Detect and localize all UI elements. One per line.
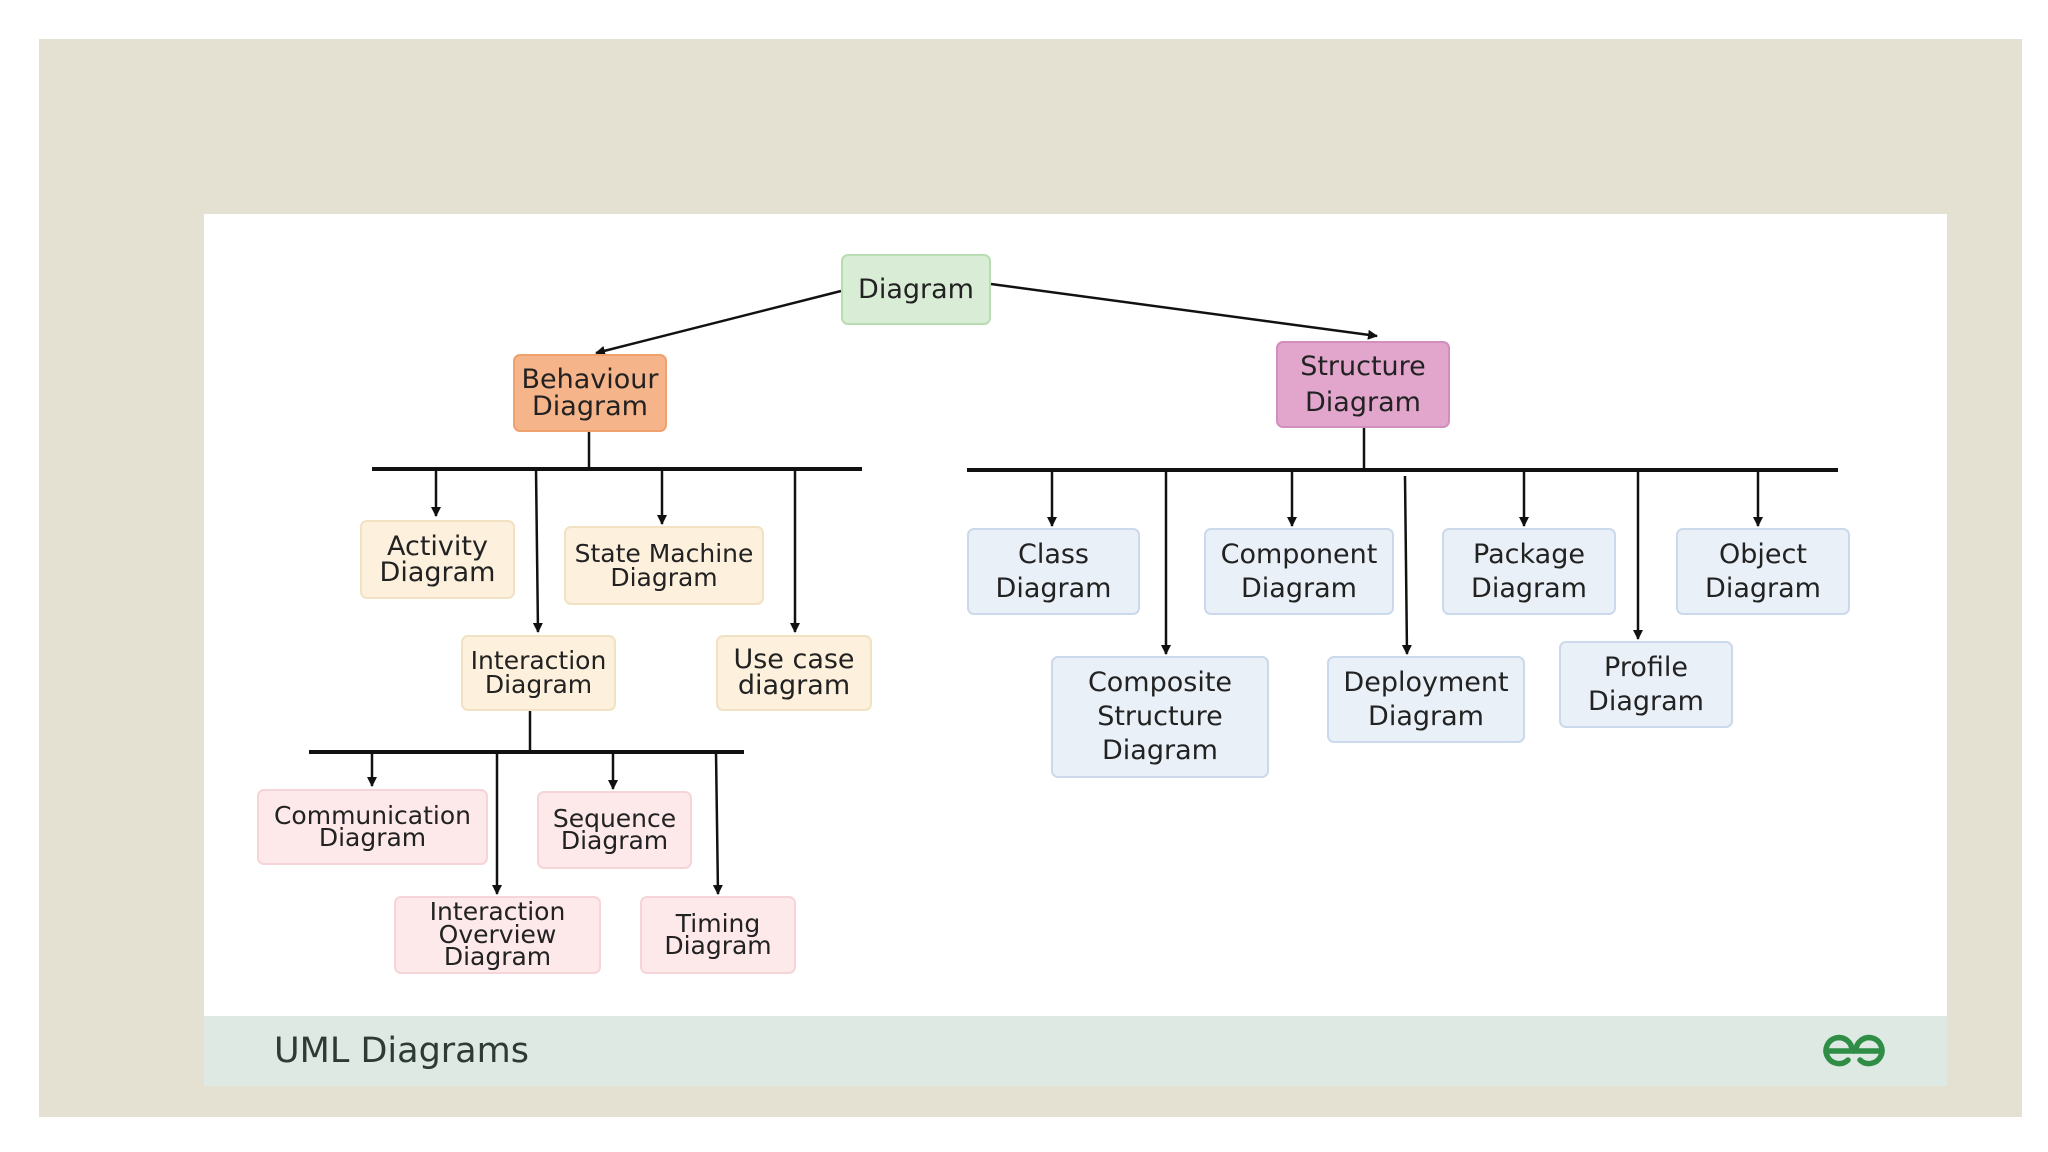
node-interaction-overview-diagram: Interaction Overview Diagram bbox=[394, 896, 601, 974]
node-diagram: Diagram bbox=[841, 254, 991, 325]
edge-to-deployment bbox=[1401, 475, 1412, 655]
node-activity-diagram: Activity Diagram bbox=[360, 520, 515, 599]
edge-to-timing bbox=[712, 751, 723, 895]
node-structure-diagram: Structure Diagram bbox=[1276, 341, 1450, 428]
node-profile-diagram: Profile Diagram bbox=[1559, 641, 1733, 728]
node-interaction-diagram: Interaction Diagram bbox=[461, 635, 616, 711]
node-state-machine-diagram: State Machine Diagram bbox=[564, 526, 764, 605]
footer-band: UML Diagrams bbox=[204, 1016, 1947, 1086]
node-sequence-diagram: Sequence Diagram bbox=[537, 791, 692, 869]
node-composite-structure-diagram: Composite Structure Diagram bbox=[1051, 656, 1269, 778]
connector-lines bbox=[309, 282, 1838, 895]
node-use-case-diagram: Use case diagram bbox=[716, 635, 872, 711]
node-timing-diagram: Timing Diagram bbox=[640, 896, 796, 974]
node-component-diagram: Component Diagram bbox=[1204, 528, 1394, 615]
page-frame: Diagram Behaviour Diagram Activity Diagr… bbox=[39, 39, 2022, 1117]
node-package-diagram: Package Diagram bbox=[1442, 528, 1616, 615]
node-object-diagram: Object Diagram bbox=[1676, 528, 1850, 615]
node-class-diagram: Class Diagram bbox=[967, 528, 1140, 615]
node-communication-diagram: Communication Diagram bbox=[257, 789, 488, 865]
footer-title: UML Diagrams bbox=[274, 1031, 529, 1071]
edge-to-interaction bbox=[532, 468, 543, 633]
node-behaviour-diagram: Behaviour Diagram bbox=[513, 354, 667, 432]
node-deployment-diagram: Deployment Diagram bbox=[1327, 656, 1525, 743]
edge-root-behaviour bbox=[595, 289, 842, 356]
diagram-card: Diagram Behaviour Diagram Activity Diagr… bbox=[204, 214, 1947, 1086]
geeksforgeeks-logo-icon bbox=[1823, 1034, 1885, 1067]
edge-root-structure bbox=[990, 282, 1378, 340]
